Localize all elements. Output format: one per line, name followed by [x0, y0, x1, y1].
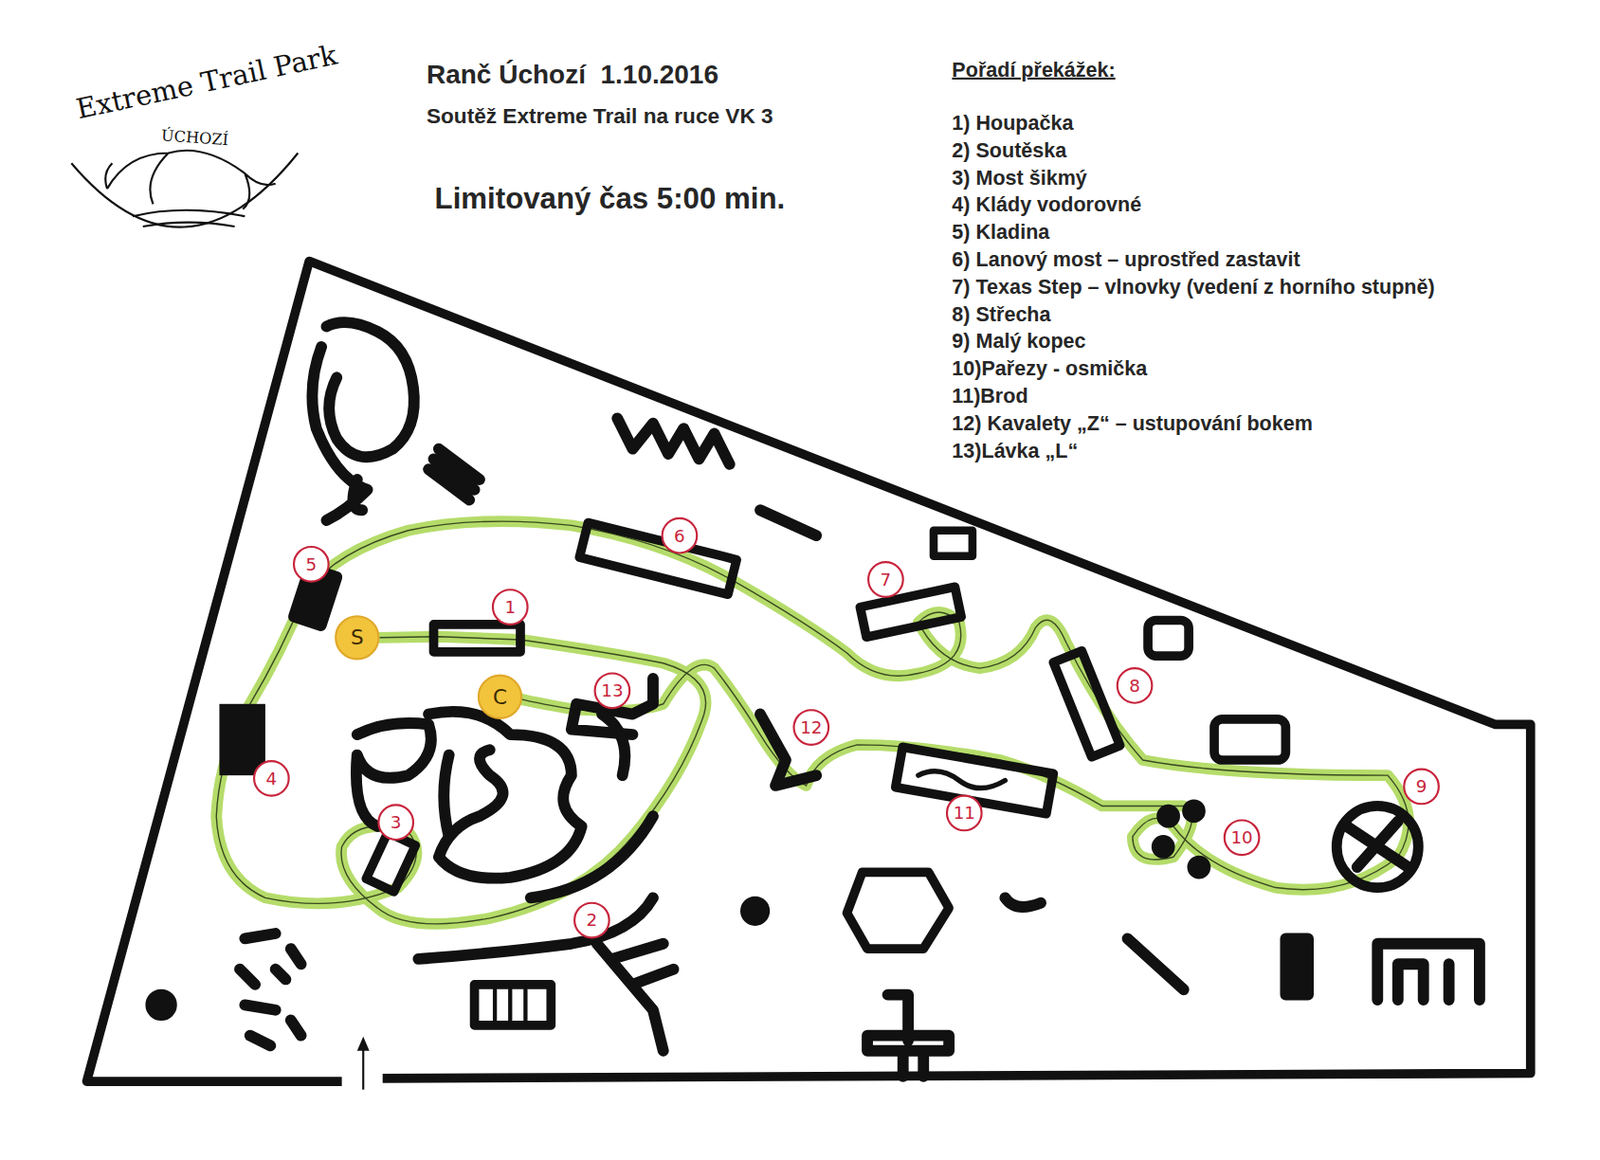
obstacle-list-item: 6) Lanový most – uprostřed zastavit	[951, 248, 1300, 273]
obstacle-list-item: 5) Kladina	[951, 220, 1050, 245]
callout-text: 9	[1416, 776, 1428, 798]
callout-text: 4	[266, 768, 278, 790]
callout-text: 7	[880, 569, 892, 591]
callout-text: S	[350, 625, 364, 651]
obstacle-list-item: 3) Most šikmý	[951, 165, 1087, 190]
callout-number: 8	[1116, 667, 1154, 705]
callout-text: 12	[800, 717, 822, 739]
obstacle-list-item: 4) Klády vodorovné	[951, 193, 1142, 218]
callout-number: 5	[292, 545, 330, 583]
logo-drawing	[71, 150, 298, 228]
callout-number: 2	[573, 902, 611, 940]
obstacle-list-item: 7) Texas Step – vlnovky (vedení z horníh…	[951, 274, 1435, 299]
start-finish-marker: S	[334, 615, 380, 660]
callout-number: 6	[661, 517, 699, 555]
logo-subtitle: ÚCHOZÍ	[160, 126, 229, 149]
obstacle-list-item: 12) Kavalety „Z“ – ustupování bokem	[951, 412, 1312, 437]
obstacle-list-item: 9) Malý kopec	[951, 329, 1086, 354]
callout-number: 7	[867, 561, 905, 599]
obstacle-list-item: 1) Houpačka	[951, 110, 1073, 135]
callout-number: 12	[792, 709, 830, 746]
callout-text: 13	[600, 680, 623, 702]
callout-number: 4	[253, 760, 291, 798]
callout-text: 11	[953, 802, 976, 824]
route-line	[216, 521, 1409, 925]
callout-number: 10	[1223, 818, 1261, 856]
callout-text: 10	[1230, 827, 1253, 849]
list-heading: Pořadí překážek:	[951, 57, 1115, 82]
callout-number: 3	[377, 803, 415, 841]
callout-text: C	[492, 684, 508, 710]
entrance-arrow-head	[357, 1036, 370, 1052]
subtitle: Soutěž Extreme Trail na ruce VK 3	[426, 104, 774, 129]
callout-number: 13	[594, 672, 632, 710]
callout-text: 1	[504, 597, 516, 619]
map-title: Ranč Úchozí 1.10.2016	[426, 58, 719, 91]
obstacle-list-item: 10)Pařezy - osmička	[951, 357, 1147, 382]
callout-number: 11	[945, 795, 983, 833]
obstacle-list-item: 8) Střecha	[951, 302, 1051, 327]
callout-number: 9	[1402, 768, 1440, 806]
obstacle-list-item: 11)Brod	[951, 384, 1028, 409]
callout-text: 5	[305, 554, 317, 576]
obstacle-list-item: 13)Lávka „L“	[951, 439, 1078, 464]
callout-text: 2	[586, 909, 599, 931]
callout-text: 3	[390, 812, 402, 834]
callout-number: 1	[491, 588, 529, 626]
start-finish-marker: C	[477, 674, 523, 720]
obstacles	[150, 322, 1480, 1077]
obstacle-list-item: 2) Soutěska	[951, 138, 1067, 163]
boundary	[87, 261, 1531, 1083]
logo-text: Extreme Trail Park	[73, 38, 341, 126]
callout-text: 8	[1128, 675, 1141, 697]
callout-text: 6	[673, 525, 686, 546]
time-limit: Limitovaný čas 5:00 min.	[435, 181, 786, 217]
route-highlight	[216, 521, 1409, 925]
